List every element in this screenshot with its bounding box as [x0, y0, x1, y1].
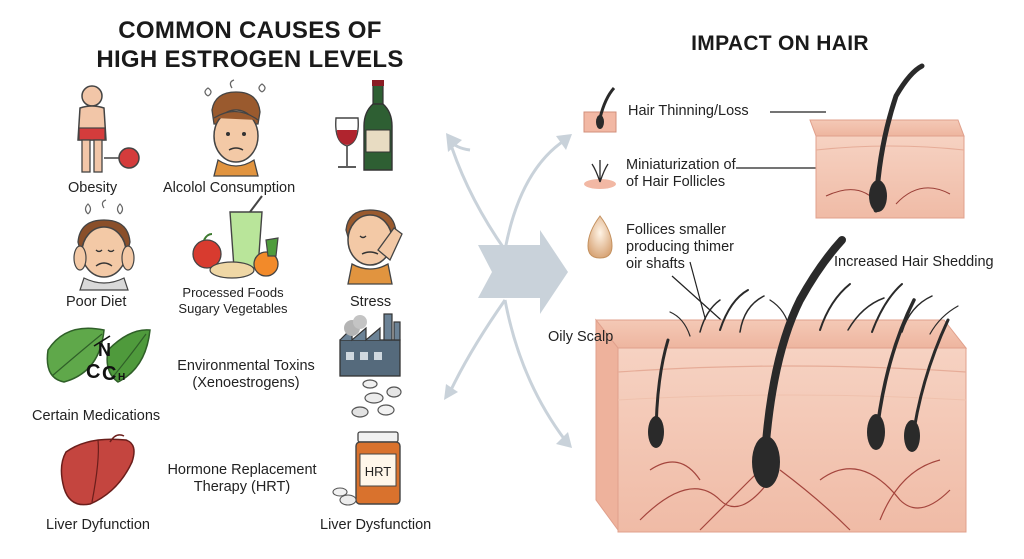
- follicle-bulb-icon: [587, 215, 613, 259]
- effect-miniaturization-line1: Miniaturization of: [626, 157, 736, 173]
- effect-oily-scalp-label: Oily Scalp: [548, 329, 614, 345]
- leaf-chemical-icon: N C C H: [46, 327, 151, 385]
- left-title-line2: HIGH ESTROGEN LEVELS: [96, 46, 404, 73]
- wine-icon: [335, 80, 393, 171]
- hrt-bottle-label: HRT: [365, 464, 392, 479]
- hrt-bottle-icon: HRT: [332, 431, 401, 506]
- effect-follicles-line1: Follices smaller: [626, 222, 726, 238]
- cause-liver-label: Liver Dyfunction: [46, 517, 150, 533]
- factory-icon: [339, 313, 401, 377]
- cause-toxins-line2: (Xenoestrogens): [192, 375, 300, 391]
- main-arrow: [478, 230, 568, 314]
- cause-stress-label: Stress: [350, 294, 392, 310]
- thinning-icon: [583, 86, 617, 133]
- right-title: IMPACT ON HAIR: [691, 32, 869, 55]
- effect-follicles-label: Follices smaller producing thimer oir sh…: [626, 222, 734, 273]
- processed-food-icon: [192, 195, 279, 279]
- obesity-icon: [77, 85, 140, 173]
- cause-poor-diet-label: Poor Diet: [66, 294, 127, 310]
- effect-follicles-line2: producing thimer: [626, 239, 734, 255]
- left-title: COMMON CAUSES OF HIGH ESTROGEN LEVELS: [70, 16, 430, 74]
- cause-liver-dysfunction-label: Liver Dysfunction: [320, 517, 432, 533]
- liver-icon: [60, 434, 135, 506]
- chem-letter-c1: C: [86, 361, 100, 383]
- chem-letter-h: H: [118, 372, 125, 383]
- cause-medications-label: Certain Medications: [32, 408, 161, 424]
- cause-toxins-label: Environmental Toxins (Xenoestrogens): [166, 358, 326, 392]
- skin-block-large: [594, 236, 968, 533]
- arrow-heads: [444, 133, 572, 448]
- effect-shedding-label: Increased Hair Shedding: [834, 254, 994, 270]
- pills-icon: [351, 379, 402, 418]
- cause-processed-foods-line1: Processed Foods: [182, 285, 284, 300]
- cause-obesity-label: Obesity: [68, 180, 118, 196]
- effect-miniaturization-label: Miniaturization of of Hair Follicles: [626, 157, 736, 191]
- alcohol-icon: [204, 79, 266, 177]
- effect-follicles-line3: oir shafts: [626, 256, 685, 272]
- cause-alcohol-label: Alcolol Consumption: [163, 180, 296, 196]
- chem-letter-c2: C: [102, 363, 116, 385]
- skin-block-small: [809, 63, 965, 219]
- cause-processed-foods-line2: Sugary Vegetables: [178, 301, 288, 316]
- cause-hrt-label: Hormone Replacement Therapy (HRT): [154, 462, 330, 496]
- effect-miniaturization-line2: of Hair Follicles: [626, 174, 726, 190]
- flow-arrows: [448, 138, 567, 441]
- cause-processed-foods-label: Processed Foods Sugary Vegetables: [168, 285, 298, 317]
- cause-toxins-line1: Environmental Toxins: [177, 358, 315, 374]
- stressed-person-icon: [73, 199, 135, 291]
- cause-hrt-line1: Hormone Replacement: [167, 462, 317, 478]
- left-title-line1: COMMON CAUSES OF: [118, 17, 382, 44]
- miniaturization-icon: [584, 160, 616, 189]
- cause-hrt-line2: Therapy (HRT): [193, 479, 291, 495]
- effect-thinning-label: Hair Thinning/Loss: [628, 103, 749, 119]
- stress-icon: [345, 209, 403, 285]
- chem-letter-n: N: [98, 340, 111, 360]
